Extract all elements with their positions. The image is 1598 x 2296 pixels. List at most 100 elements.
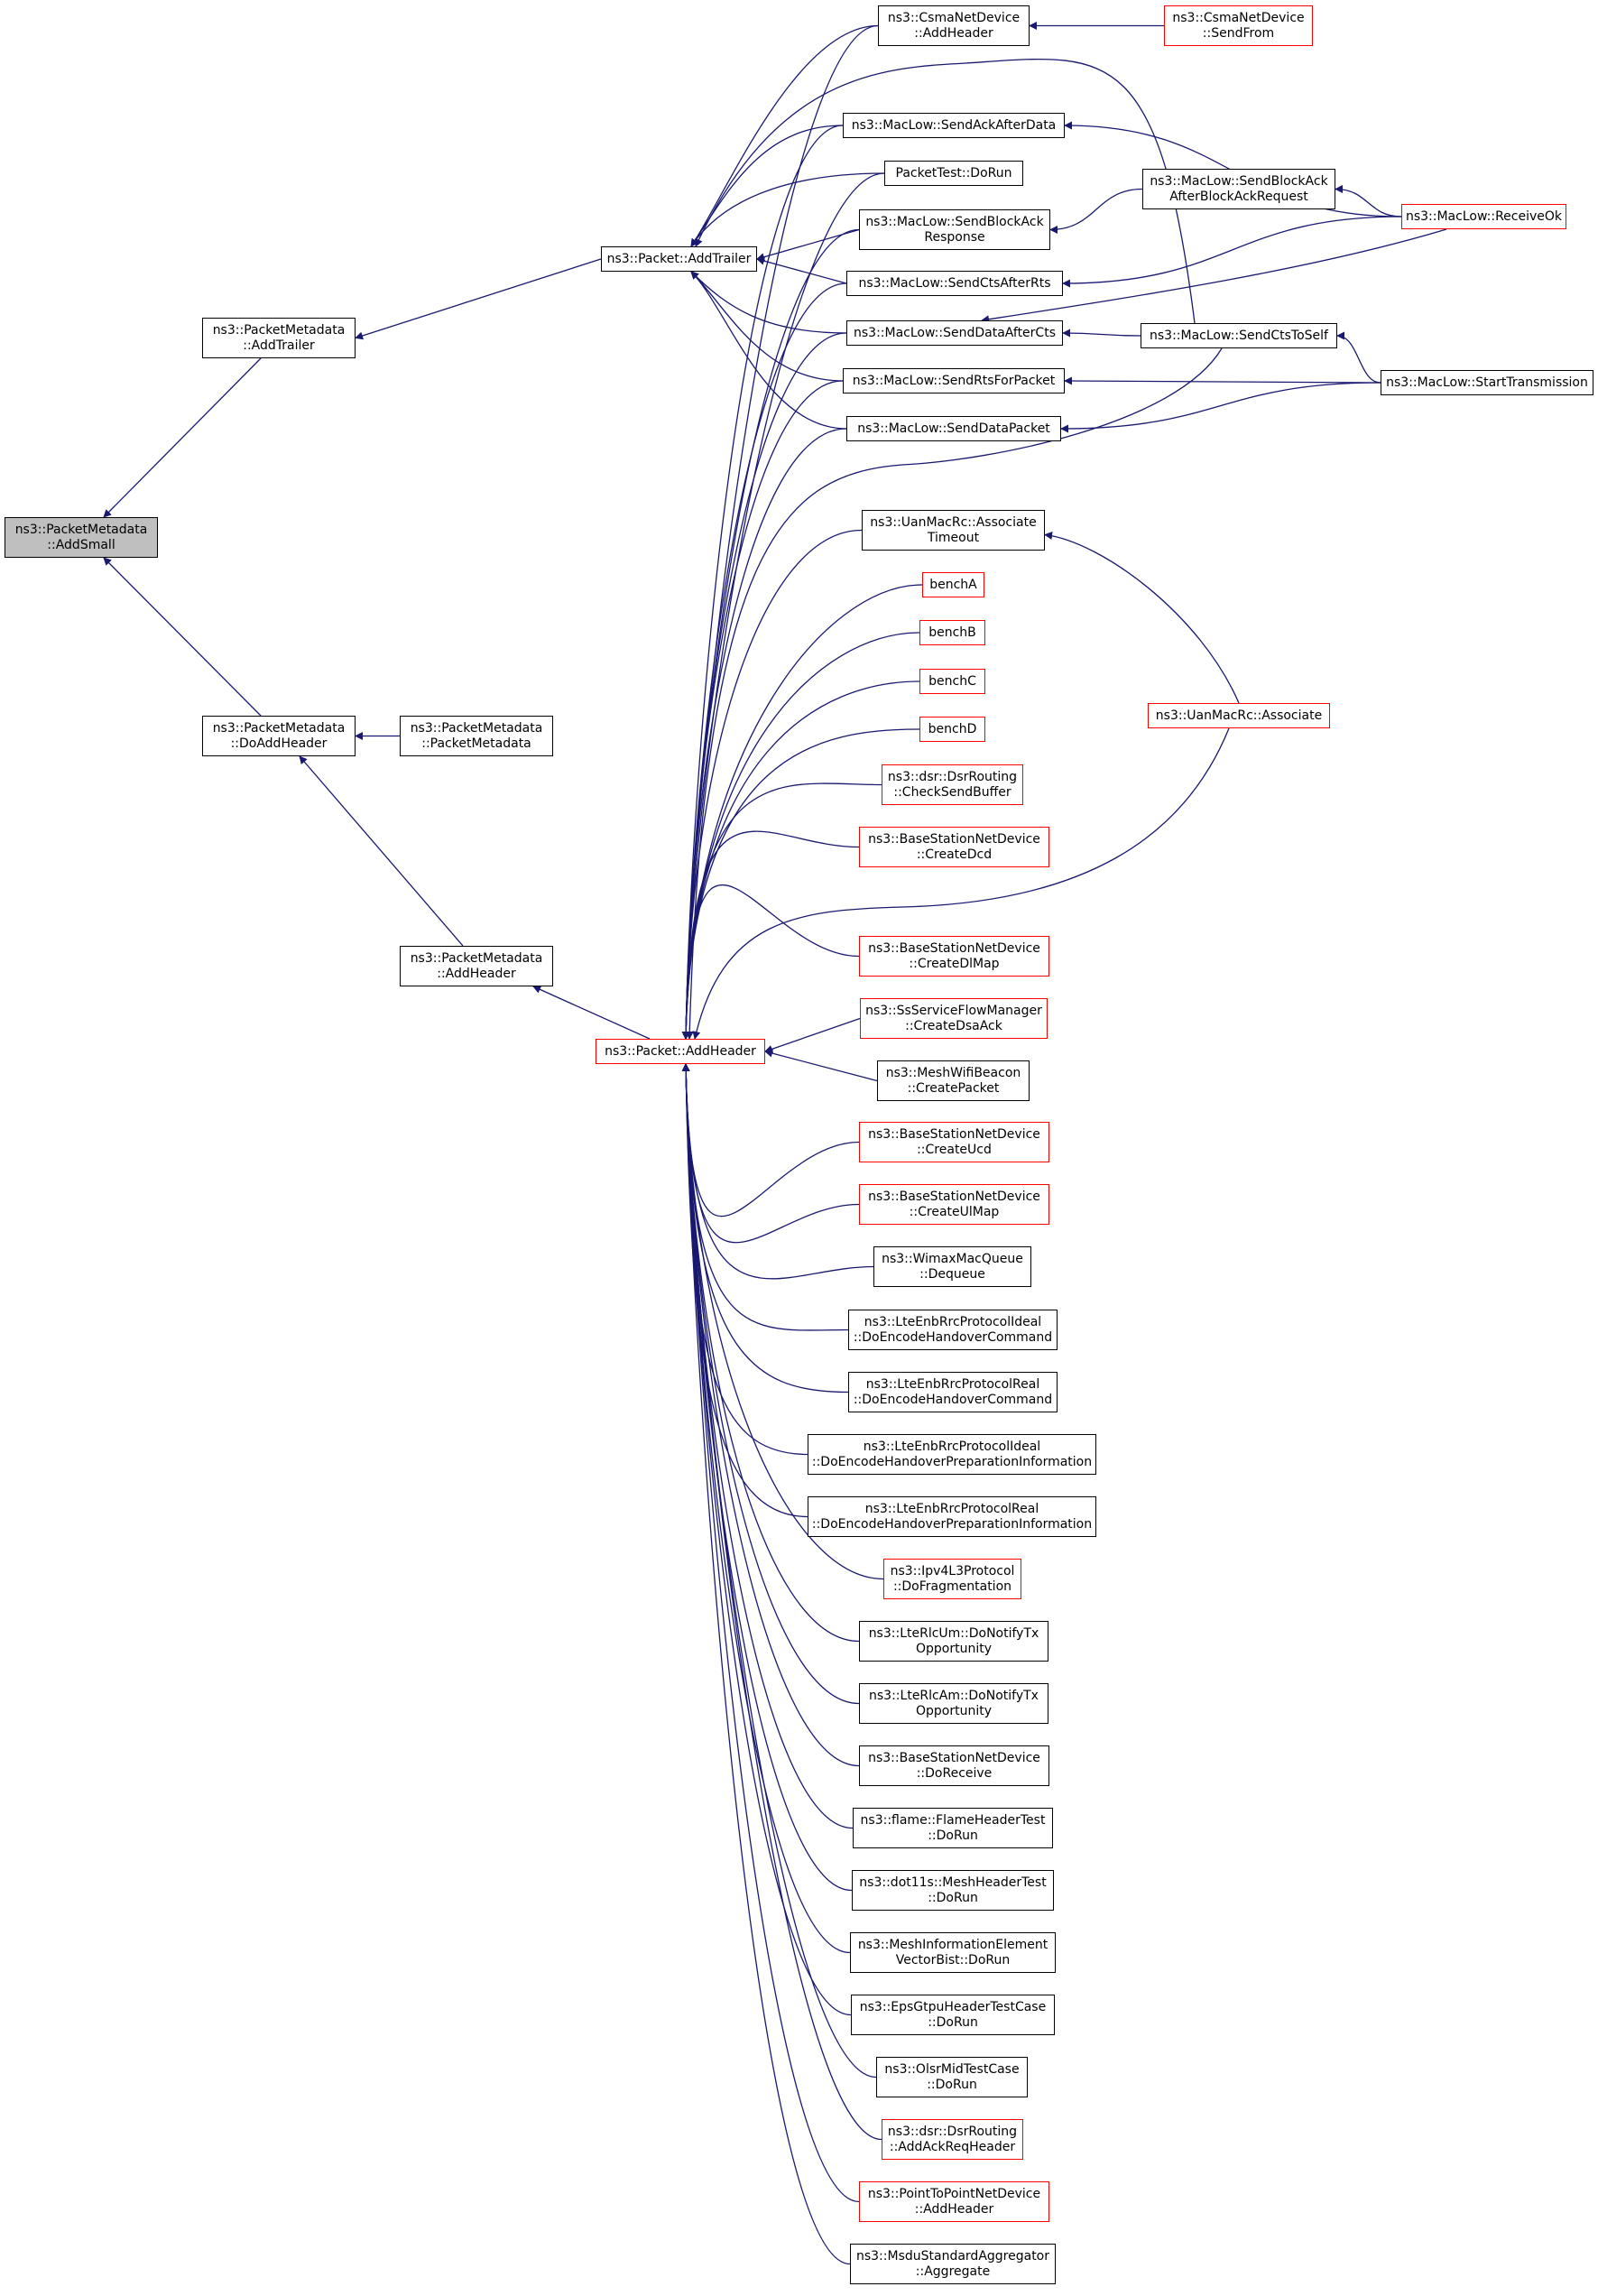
edge-ml_sendctstoself-to-ml_senddataaftercts xyxy=(1062,329,1141,338)
node-label-line: ::CheckSendBuffer xyxy=(893,784,1011,800)
node-benchD[interactable]: benchD xyxy=(919,717,985,742)
node-ml-senddatapacket[interactable]: ns3::MacLow::SendDataPacket xyxy=(846,416,1061,441)
node-dot11s-test[interactable]: ns3::dot11s::MeshHeaderTest::DoRun xyxy=(852,1870,1054,1911)
edge-ipv4_frag-to-p_addheader xyxy=(681,1063,884,1580)
node-ml-sendctsafterrts[interactable]: ns3::MacLow::SendCtsAfterRts xyxy=(846,271,1063,296)
node-label-line: ::CreateDlMap xyxy=(909,956,1000,971)
edge-ml_receiveok-to-ml_sendblockackafter xyxy=(1335,185,1402,218)
node-label-line: ::DoReceive xyxy=(916,1765,993,1781)
node-label-line: ns3::LteRlcAm::DoNotifyTx xyxy=(869,1688,1039,1703)
node-label-line: ns3::PacketMetadata xyxy=(410,950,543,966)
node-p-addheader[interactable]: ns3::Packet::AddHeader xyxy=(596,1039,765,1064)
node-label-line: ns3::PacketMetadata xyxy=(212,720,346,736)
node-bs-createucd[interactable]: ns3::BaseStationNetDevice::CreateUcd xyxy=(859,1122,1049,1162)
edge-pm_addtrailer-to-root xyxy=(103,357,262,518)
node-lte-ideal-cmd[interactable]: ns3::LteEnbRrcProtocolIdeal::DoEncodeHan… xyxy=(848,1310,1058,1350)
node-dsr-addackreq[interactable]: ns3::dsr::DsrRouting::AddAckReqHeader xyxy=(882,2119,1023,2160)
node-label-line: ns3::LteEnbRrcProtocolIdeal xyxy=(864,1314,1042,1329)
node-benchC[interactable]: benchC xyxy=(919,669,985,694)
node-ml-sendctstoself[interactable]: ns3::MacLow::SendCtsToSelf xyxy=(1141,323,1337,348)
node-label-line: ns3::PointToPointNetDevice xyxy=(867,2186,1041,2201)
node-olsr-test[interactable]: ns3::OlsrMidTestCase::DoRun xyxy=(876,2057,1028,2097)
edge-ss_createdsaack-to-p_addheader xyxy=(764,1017,861,1053)
node-lte-ideal-prep[interactable]: ns3::LteEnbRrcProtocolIdeal::DoEncodeHan… xyxy=(808,1434,1096,1475)
node-label-line: Timeout xyxy=(927,530,980,545)
edge-bs_createdlmap-to-p_addheader xyxy=(681,884,860,1040)
edge-pm_addheader-to-pm_doaddheader xyxy=(299,755,464,947)
node-label-line: ns3::MacLow::SendAckAfterData xyxy=(851,117,1057,133)
node-ml-starttransmission[interactable]: ns3::MacLow::StartTransmission xyxy=(1381,370,1593,395)
edge-csma_addheader-to-p_addtrailer xyxy=(690,24,879,247)
node-packettest[interactable]: PacketTest::DoRun xyxy=(884,161,1023,186)
node-label-line: ns3::MacLow::StartTransmission xyxy=(1386,375,1588,390)
node-label-line: ns3::CsmaNetDevice xyxy=(887,10,1021,25)
edge-ml_sendblockackafter-to-ml_sendblockackresp xyxy=(1049,188,1143,234)
edge-ml_starttransmission-to-ml_senddatapacket xyxy=(1060,382,1381,433)
edge-wimax_dequeue-to-p_addheader xyxy=(681,1063,874,1280)
edge-p_addheader-to-pm_addheader xyxy=(532,986,651,1040)
node-label-line: ::DoRun xyxy=(928,2014,978,2030)
node-pm-addtrailer[interactable]: ns3::PacketMetadata::AddTrailer xyxy=(202,318,356,358)
node-bs-createdlmap[interactable]: ns3::BaseStationNetDevice::CreateDlMap xyxy=(859,936,1049,977)
node-label-line: ns3::UanMacRc::Associate xyxy=(1155,708,1323,723)
node-csma-addheader[interactable]: ns3::CsmaNetDevice::AddHeader xyxy=(878,5,1030,46)
node-dsr-checksend[interactable]: ns3::dsr::DsrRouting::CheckSendBuffer xyxy=(882,764,1023,805)
node-benchB[interactable]: benchB xyxy=(919,620,985,645)
node-ml-sendrtsforpacket[interactable]: ns3::MacLow::SendRtsForPacket xyxy=(843,368,1065,393)
node-bs-doreceive[interactable]: ns3::BaseStationNetDevice::DoReceive xyxy=(859,1745,1049,1786)
node-uan-associate[interactable]: ns3::UanMacRc::Associate xyxy=(1148,703,1330,728)
node-bs-createdcd[interactable]: ns3::BaseStationNetDevice::CreateDcd xyxy=(859,827,1049,867)
edge-p2p_addheader-to-p_addheader xyxy=(681,1063,860,2203)
node-ipv4-frag[interactable]: ns3::Ipv4L3Protocol::DoFragmentation xyxy=(883,1559,1021,1599)
node-label-line: ns3::SsServiceFlowManager xyxy=(865,1003,1042,1018)
node-label-line: ns3::CsmaNetDevice xyxy=(1172,10,1305,25)
node-label-line: ::AddAckReqHeader xyxy=(889,2139,1016,2154)
node-flame-test[interactable]: ns3::flame::FlameHeaderTest::DoRun xyxy=(853,1808,1053,1848)
node-label-line: ns3::MacLow::SendBlockAck xyxy=(865,214,1044,229)
node-mesh-createpacket[interactable]: ns3::MeshWifiBeacon::CreatePacket xyxy=(877,1060,1030,1101)
node-label-line: ::DoRun xyxy=(927,2077,977,2092)
node-label-line: ::PacketMetadata xyxy=(421,736,531,751)
node-label-line: ns3::MacLow::ReceiveOk xyxy=(1405,208,1563,224)
node-p2p-addheader[interactable]: ns3::PointToPointNetDevice::AddHeader xyxy=(859,2181,1049,2222)
node-ml-receiveok[interactable]: ns3::MacLow::ReceiveOk xyxy=(1401,204,1566,229)
node-label-line: ::DoRun xyxy=(928,1890,978,1905)
node-msdu-aggregate[interactable]: ns3::MsduStandardAggregator::Aggregate xyxy=(850,2244,1056,2284)
node-csma-sendfrom[interactable]: ns3::CsmaNetDevice::SendFrom xyxy=(1164,5,1313,46)
node-label-line: ::Aggregate xyxy=(915,2264,991,2279)
node-bs-createulmap[interactable]: ns3::BaseStationNetDevice::CreateUlMap xyxy=(859,1184,1049,1225)
node-label-line: ns3::BaseStationNetDevice xyxy=(868,1126,1040,1142)
node-label-line: ns3::BaseStationNetDevice xyxy=(868,940,1040,956)
node-ss-createdsaack[interactable]: ns3::SsServiceFlowManager::CreateDsaAck xyxy=(860,998,1048,1039)
node-ml-senddataaftercts[interactable]: ns3::MacLow::SendDataAfterCts xyxy=(846,320,1063,346)
edge-pm_doaddheader-to-root xyxy=(103,557,262,717)
node-label-line: ::DoEncodeHandoverCommand xyxy=(853,1329,1053,1345)
node-pm-ctor[interactable]: ns3::PacketMetadata::PacketMetadata xyxy=(400,716,553,756)
node-benchA[interactable]: benchA xyxy=(922,572,984,597)
node-ml-sendackafterdata[interactable]: ns3::MacLow::SendAckAfterData xyxy=(843,113,1065,138)
node-epsgtpu-test[interactable]: ns3::EpsGtpuHeaderTestCase::DoRun xyxy=(851,1995,1055,2035)
node-p-addtrailer[interactable]: ns3::Packet::AddTrailer xyxy=(601,246,757,272)
node-wimax-dequeue[interactable]: ns3::WimaxMacQueue::Dequeue xyxy=(873,1246,1031,1287)
edge-mesh_createpacket-to-p_addheader xyxy=(764,1049,878,1082)
node-label-line: benchB xyxy=(928,625,976,640)
node-label-line: ns3::LteEnbRrcProtocolReal xyxy=(865,1376,1040,1392)
node-label-line: ns3::PacketMetadata xyxy=(410,720,543,736)
edge-ml_senddatapacket-to-p_addheader xyxy=(681,428,847,1040)
node-pm-doaddheader[interactable]: ns3::PacketMetadata::DoAddHeader xyxy=(202,716,356,756)
edge-ml_sendackafterdata-to-p_addtrailer xyxy=(690,125,844,247)
node-label-line: benchA xyxy=(929,577,977,592)
node-pm-addheader[interactable]: ns3::PacketMetadata::AddHeader xyxy=(400,946,553,986)
node-label-line: ns3::LteEnbRrcProtocolIdeal xyxy=(863,1439,1041,1454)
node-label-line: ns3::dot11s::MeshHeaderTest xyxy=(859,1875,1047,1890)
node-lte-real-prep[interactable]: ns3::LteEnbRrcProtocolReal::DoEncodeHand… xyxy=(808,1496,1096,1537)
node-lte-real-cmd[interactable]: ns3::LteEnbRrcProtocolReal::DoEncodeHand… xyxy=(848,1372,1058,1412)
